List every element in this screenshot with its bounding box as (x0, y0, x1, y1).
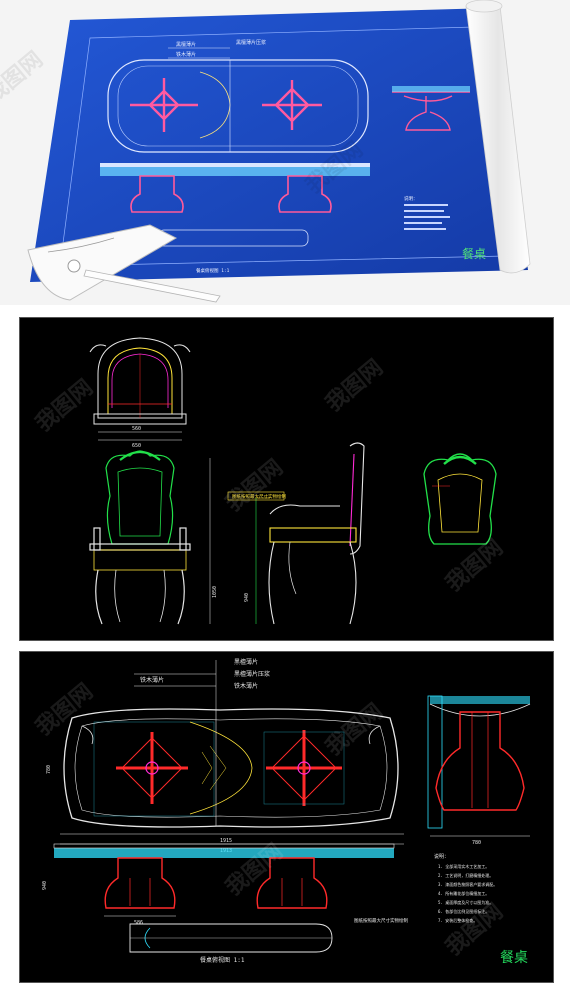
chair-front-view (89, 450, 191, 625)
table-notes: 说明： 1. 全部采用实木工艺加工。 2. 工艺说明，打磨精细处理。 3. 漆面… (434, 853, 497, 923)
table-dim-width: 780 (46, 765, 52, 774)
blueprint-notes: 说明： (404, 195, 450, 230)
chair-top-view (89, 337, 191, 441)
notes-header: 说明： (434, 853, 449, 860)
blueprint-tabletop-plan (107, 59, 369, 153)
table-label-3: 铁木薄片 (234, 682, 258, 690)
table-label-2: 黑檀薄片压浆 (234, 670, 270, 678)
table-bottom-plan (129, 923, 333, 953)
blueprint-scale-caption: 餐桌俯视图 1:1 (196, 267, 230, 274)
table-dim-length: 1915 (220, 838, 232, 844)
notes-item: 5. 桌面厚度及尺寸以图为准。 (438, 899, 493, 905)
notes-item: 7. 安装后整体检查。 (438, 917, 477, 923)
table-title: 餐桌 (500, 950, 528, 966)
blueprint-sheet (30, 8, 528, 282)
chair-dim-top-2: 650 (132, 443, 141, 449)
protractor (27, 224, 178, 301)
table-dim-height: 940 (42, 881, 48, 890)
blueprint-photo: 黑檀薄片 黑檀薄片压浆 铁木薄片 说明： 餐桌 餐桌俯视图 1:1 (27, 0, 531, 303)
table-cad-panel: 黑檀薄片 黑檀薄片压浆 铁木薄片 铁木薄片 1915 1913 780 (19, 651, 554, 983)
chair-dim-side: 940 (244, 593, 250, 602)
blueprint-notes-header: 说明： (404, 195, 418, 202)
table-front-elevation (53, 843, 395, 917)
chair-cad-drawing: 560 650 1050 图纸按照最大尺寸实物绘制 (89, 337, 497, 625)
table-label-1: 黑檀薄片 (234, 658, 258, 666)
notes-item: 4. 所有雕花部位精细加工。 (438, 890, 489, 896)
chair-cad-panel: 560 650 1050 图纸按照最大尺寸实物绘制 (19, 317, 554, 641)
blueprint-title: 餐桌 (462, 246, 486, 261)
chair-callout: 图纸按照最大尺寸实物绘制 (232, 493, 286, 500)
blueprint-label-3: 铁木薄片 (176, 51, 196, 58)
table-label-4: 铁木薄片 (140, 676, 164, 684)
blueprint-photo-panel: 黑檀薄片 黑檀薄片压浆 铁木薄片 说明： 餐桌 餐桌俯视图 1:1 (0, 0, 570, 305)
table-scale-caption: 餐桌俯视图 1:1 (200, 956, 245, 964)
chair-dim-height: 1050 (212, 586, 218, 598)
chair-side-view (255, 442, 365, 625)
table-top-plan (63, 708, 399, 828)
notes-item: 1. 全部采用实木工艺加工。 (438, 863, 489, 869)
ruler (83, 269, 221, 303)
table-dim-base: 586 (134, 920, 143, 926)
notes-item: 3. 漆面颜色按照客户要求调配。 (438, 881, 497, 887)
chair-back-detail (423, 453, 497, 545)
table-callout: 图纸按照最大尺寸实物绘制 (354, 917, 408, 924)
notes-item: 6. 各部位比例见图纸标注。 (438, 908, 489, 914)
blueprint-label-2: 黑檀薄片压浆 (236, 39, 266, 46)
table-cad-drawing: 黑檀薄片 黑檀薄片压浆 铁木薄片 铁木薄片 1915 1913 780 (42, 658, 531, 966)
chair-dim-top: 560 (132, 426, 141, 432)
table-side-elevation (427, 695, 531, 837)
notes-item: 2. 工艺说明，打磨精细处理。 (438, 872, 493, 878)
table-dim-side: 780 (472, 840, 481, 846)
blueprint-label-1: 黑檀薄片 (176, 41, 196, 48)
